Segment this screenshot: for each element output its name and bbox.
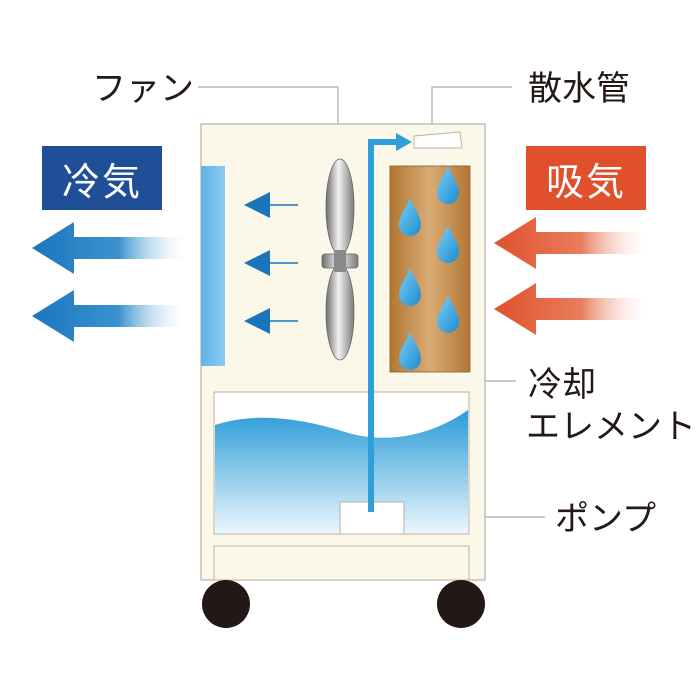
intake-air-arrows — [494, 217, 652, 335]
internal-airflow-arrows — [244, 192, 298, 334]
pipe-arrowhead — [396, 133, 412, 151]
cold-air-badge: 冷気 — [61, 159, 142, 204]
cold-air-arrow-icon — [32, 222, 190, 274]
pump-label: ポンプ — [555, 499, 656, 539]
water-drop-icon — [399, 332, 421, 370]
intake-air-arrow-icon — [494, 283, 652, 335]
water-drop-icon — [437, 225, 459, 263]
water-drop-icon — [437, 166, 459, 204]
spray-pipe — [413, 131, 463, 149]
intake-air-arrow-icon — [494, 217, 652, 269]
cold-air-arrows — [32, 222, 190, 342]
intake-air-badge-bg — [526, 146, 646, 210]
cooling-element-label-1: 冷却 — [528, 365, 596, 405]
outlet-panel — [201, 166, 225, 366]
water-drop-icon — [399, 268, 421, 306]
cooling-element — [389, 165, 471, 373]
fan-icon — [321, 158, 359, 361]
cooling-element-label-2: エレメント — [526, 407, 696, 447]
fan-label: ファン — [92, 69, 194, 109]
water-drops — [399, 166, 459, 370]
left-wheel — [202, 580, 250, 628]
spray-pipe-leader — [431, 86, 512, 138]
cold-air-arrow-icon — [32, 290, 190, 342]
bottom-panel — [213, 545, 470, 581]
intake-air-badge: 吸気 — [545, 159, 626, 204]
water-pipe — [368, 139, 398, 512]
internal-arrow-head — [244, 250, 270, 276]
water-drop-icon — [437, 295, 459, 333]
water-body — [215, 410, 468, 533]
internal-arrow-head — [244, 308, 270, 334]
right-wheel — [437, 580, 485, 628]
internal-arrow-head — [244, 192, 270, 218]
water-drop-icon — [399, 198, 421, 236]
cold-air-badge-bg — [42, 146, 162, 210]
spray-pipe-label: 散水管 — [528, 69, 630, 109]
